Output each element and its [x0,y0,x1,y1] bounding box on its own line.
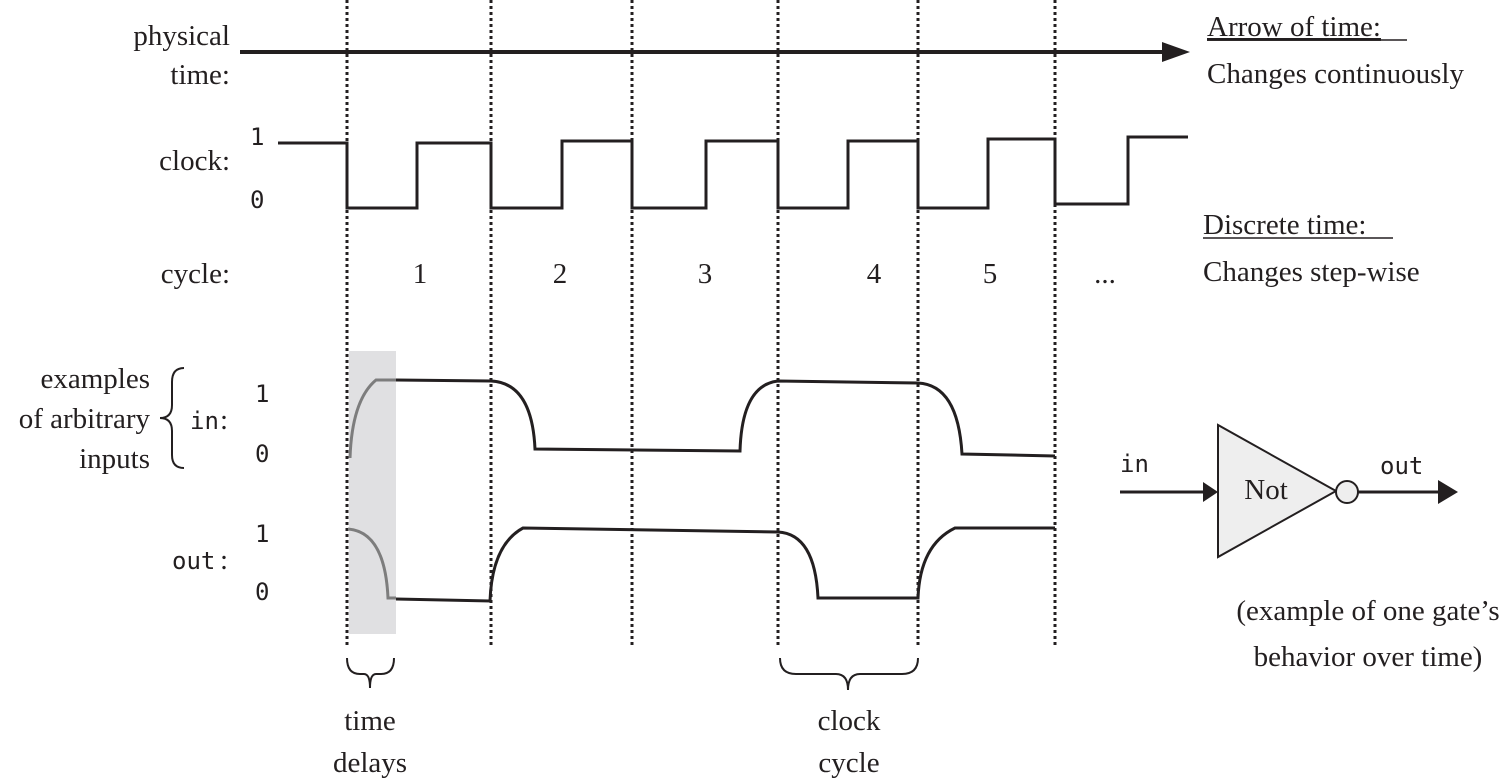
gate-out-label: out [1380,452,1423,480]
discrete-time-title: Discrete time: [1203,209,1366,241]
time-label: time: [170,59,230,91]
discrete-time-desc: Changes step-wise [1203,256,1420,288]
physical-label: physical [133,20,230,52]
cycle-number: 4 [867,258,882,290]
examples-line2: of arbitrary [19,403,151,435]
out-colon: : [220,544,228,576]
arrowhead-icon [1162,42,1190,62]
clock-cycle-line2: cycle [818,747,879,779]
cycle-ellipsis: ... [1094,258,1116,290]
out-label: out [172,547,215,575]
clock-label: clock: [159,145,230,177]
cycle-label: cycle: [161,258,230,290]
clock-waveform [278,135,1188,210]
in-high-label: 1 [255,380,269,408]
cycle-boundaries [345,0,1057,645]
cycle-number: 5 [983,258,998,290]
gate-caption-line1: (example of one gate’s [1236,595,1499,627]
cycle-number: 1 [413,258,428,290]
not-gate: in Not out [1120,423,1458,559]
cycle-number: 3 [698,258,713,290]
gate-name: Not [1244,474,1288,506]
arrowhead-icon [1203,482,1218,502]
out-low-label: 0 [255,578,269,606]
gate-caption-line2: behavior over time) [1254,641,1483,673]
examples-line1: examples [40,363,150,395]
examples-line3: inputs [79,443,150,475]
clock-cycle-line1: clock [818,705,881,737]
inversion-bubble [1335,480,1359,504]
in-waveform [395,378,1056,458]
time-delays-line1: time [344,705,396,737]
time-delays-brace [346,657,395,689]
in-colon: : [220,404,228,436]
clock-cycle-brace [779,657,919,691]
curly-brace [159,367,185,469]
in-label: in [190,407,219,435]
arrow-of-time-title: Arrow of time: [1207,11,1381,43]
time-delays-line2: delays [333,747,407,779]
out-high-label: 1 [255,520,269,548]
clock-low-label: 0 [250,186,264,214]
gate-triangle [1217,423,1339,559]
in-transient [348,378,396,459]
out-transient [347,527,396,600]
clock-high-label: 1 [250,123,264,151]
gate-in-label: in [1120,450,1149,478]
in-low-label: 0 [255,440,269,468]
arrow-of-time-desc: Changes continuously [1207,58,1464,90]
arrowhead-icon [1438,480,1458,504]
cycle-number: 2 [553,258,568,290]
out-waveform [395,526,1055,603]
